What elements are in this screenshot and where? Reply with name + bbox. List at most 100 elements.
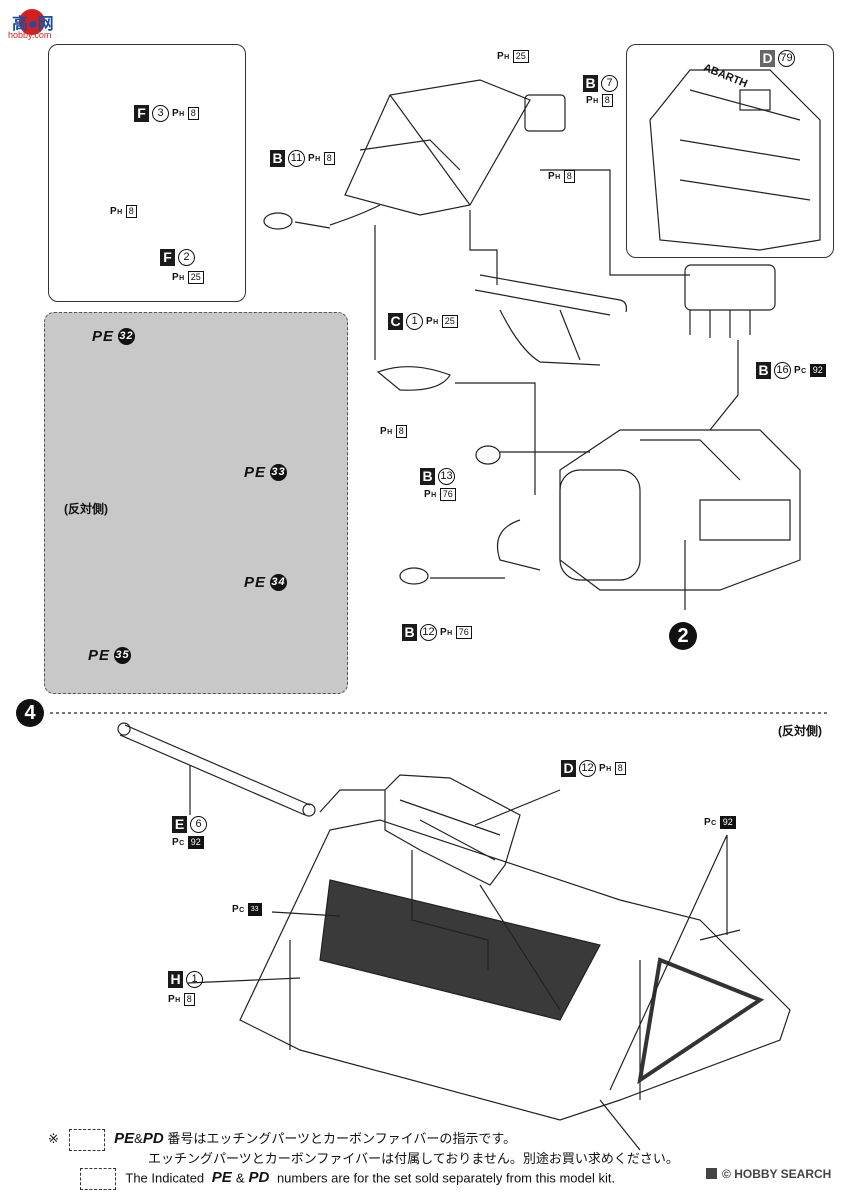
opposite-side-label: (反対側) <box>64 502 108 516</box>
pe-number: 33 <box>270 464 288 481</box>
part-number: 1 <box>186 971 203 988</box>
radiator-assembly-drawing <box>329 79 566 226</box>
step-4-marker: 4 <box>16 699 44 727</box>
pc-number: 92 <box>187 836 204 849</box>
brand-name: HOBBY SEARCH <box>734 1167 832 1181</box>
ph-label-b13: PH 76 <box>424 488 456 501</box>
part-number: 1 <box>406 313 423 330</box>
ph-number: 8 <box>563 170 575 183</box>
leader-line <box>411 850 489 970</box>
pc-label-33: PC 33 <box>232 903 262 916</box>
pc-code: PC <box>172 837 185 848</box>
note-mark: ※ <box>48 1131 59 1146</box>
pe-mark-en: PE <box>211 1169 232 1187</box>
engine-detail-panel <box>626 44 834 258</box>
part-letter: D <box>561 760 576 777</box>
footer-note-jp-2: エッチングパーツとカーボンファイバーは付属しておりません。別途お買い求めください… <box>148 1151 679 1166</box>
hose-c1-drawing <box>376 366 451 391</box>
ph-code: PH <box>586 95 599 106</box>
leader-line <box>540 169 690 276</box>
ph-number: 8 <box>125 205 137 218</box>
ph-number: 25 <box>187 271 204 284</box>
note-dashed-box <box>68 1128 105 1151</box>
pe-code: PE <box>244 464 267 481</box>
part-b12-drawing <box>399 567 429 585</box>
part-number: 13 <box>438 468 455 485</box>
part-number: 12 <box>579 760 596 777</box>
ph-label-f2: PH 25 <box>172 271 204 284</box>
part-letter: D <box>760 50 775 67</box>
part-b11-drawing <box>263 212 293 230</box>
ph-number: 25 <box>512 50 529 63</box>
pe-number: 34 <box>270 574 288 591</box>
pd-mark-en: PD <box>248 1169 270 1187</box>
pe-mark: PE <box>114 1130 135 1147</box>
pe-label-35: PE 35 <box>88 647 132 664</box>
ph-number: 76 <box>455 626 472 639</box>
manifold-b16-drawing <box>684 264 776 338</box>
part-letter: B <box>420 468 435 485</box>
part-letter: C <box>388 313 403 330</box>
shaft-e6-drawing <box>117 722 316 817</box>
note-en-tail: numbers are for the set sold separately … <box>276 1170 616 1186</box>
part-label-b11: B 11 PH 8 <box>270 150 335 167</box>
pc-number: 92 <box>719 816 736 829</box>
leader-line <box>609 834 728 1091</box>
ph-number: 8 <box>187 107 199 120</box>
part-number: 2 <box>178 249 195 266</box>
pc-code: PC <box>232 904 245 915</box>
footer-note-jp-1: ※ PE&PD 番号はエッチングパーツとカーボンファイバーの指示です。 <box>48 1128 516 1151</box>
pc-label-e6: PC 92 <box>172 836 204 849</box>
ph-code: PH <box>440 627 453 638</box>
footer-note-en: The Indicated PE&PD numbers are for the … <box>74 1168 615 1190</box>
pc-number: 33 <box>247 903 262 916</box>
ph-number: 8 <box>395 425 407 438</box>
ph-code: PH <box>424 489 437 500</box>
pe-code: PE <box>88 647 111 664</box>
part-label-b13: B 13 <box>420 468 455 485</box>
ph-label-mid: PH 8 <box>380 425 407 438</box>
part-number: 6 <box>190 816 207 833</box>
brand-prefix: © <box>722 1167 731 1181</box>
part-number: 79 <box>778 50 795 67</box>
part-number: 11 <box>288 150 305 167</box>
leader-line <box>271 911 341 917</box>
part-label-e6: E 6 <box>172 816 207 833</box>
pc-label-right: PC 92 <box>704 816 736 829</box>
ph-code: PH <box>380 426 393 437</box>
part-label-b16: B 16 PC 92 <box>756 362 826 379</box>
leader-line <box>474 789 561 826</box>
ph-number: 8 <box>614 762 626 775</box>
amp-mark: & <box>134 1131 143 1146</box>
ph-label-right: PH 8 <box>548 170 575 183</box>
pc-code: PC <box>794 365 807 376</box>
part-label-f3: F 3 PH 8 <box>134 105 199 122</box>
part-letter: F <box>134 105 149 122</box>
engine-block-drawing <box>496 429 801 591</box>
part-label-b12: B 12 PH 76 <box>402 624 472 641</box>
part-letter: E <box>172 816 187 833</box>
ph-label-left: PH 8 <box>110 205 137 218</box>
part-number: 3 <box>152 105 169 122</box>
leader-line <box>479 884 561 1011</box>
note-jp-line1: 番号はエッチングパーツとカーボンファイバーの指示です。 <box>167 1131 517 1146</box>
part-letter: B <box>756 362 771 379</box>
chassis-drawing <box>239 819 791 1151</box>
ph-code: PH <box>168 994 181 1005</box>
watermark-logo: 高●网 <box>12 16 54 33</box>
part-number: 12 <box>420 624 437 641</box>
pipe-subassembly-panel <box>48 44 246 302</box>
ph-code: PH <box>426 316 439 327</box>
part-label-d79: D 79 <box>760 50 795 67</box>
leader-line <box>187 977 301 984</box>
part-letter: B <box>270 150 285 167</box>
pe-label-32: PE 32 <box>92 328 136 345</box>
pc-number: 92 <box>809 364 826 377</box>
ph-label-top: PH 25 <box>497 50 529 63</box>
watermark-logo-icon <box>19 9 45 35</box>
gearbox-d12-drawing <box>384 774 521 886</box>
part-b13-drawing <box>475 445 501 465</box>
pe-number: 32 <box>118 328 136 345</box>
part-number: 7 <box>601 75 618 92</box>
pd-mark: PD <box>142 1130 164 1147</box>
